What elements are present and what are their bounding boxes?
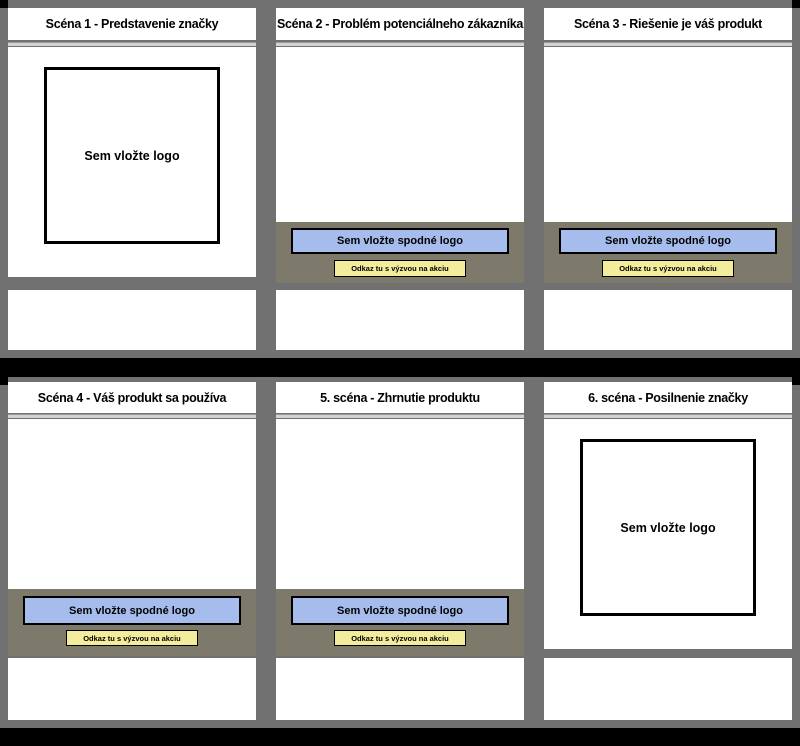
scene-4-frame xyxy=(8,419,256,589)
page-corner-mark xyxy=(792,377,800,385)
page-corner-mark xyxy=(0,0,8,8)
scene-2-footer-strip: Sem vložte spodné logo Odkaz tu s výzvou… xyxy=(276,222,524,283)
title-separator xyxy=(276,413,524,419)
scene-2-notes-area[interactable] xyxy=(276,290,524,350)
title-separator xyxy=(276,40,524,47)
scene-3-panel: Scéna 3 - Riešenie je váš produkt Sem vl… xyxy=(544,0,792,358)
scene-2-panel: Scéna 2 - Problém potenciálneho zákazník… xyxy=(276,0,524,358)
separator-line xyxy=(276,41,524,46)
bottom-logo-placeholder-button[interactable]: Sem vložte spodné logo xyxy=(559,228,777,254)
title-separator xyxy=(544,413,792,419)
scene-6-notes-area[interactable] xyxy=(544,658,792,720)
separator-line xyxy=(8,414,256,418)
scene-4-drawing-zone: Sem vložte spodné logo Odkaz tu s výzvou… xyxy=(8,419,256,658)
logo-placeholder-label: Sem vložte logo xyxy=(620,520,716,535)
title-separator xyxy=(8,40,256,47)
scene-5-footer-strip: Sem vložte spodné logo Odkaz tu s výzvou… xyxy=(276,589,524,656)
scene-6-title: 6. scéna - Posilnenie značky xyxy=(544,382,792,413)
scene-3-notes-area[interactable] xyxy=(544,290,792,350)
cta-link-button[interactable]: Odkaz tu s výzvou na akciu xyxy=(602,260,734,277)
scene-6-frame: Sem vložte logo xyxy=(544,419,792,649)
scene-4-panel: Scéna 4 - Váš produkt sa používa Sem vlo… xyxy=(8,377,256,728)
scene-4-notes-area[interactable] xyxy=(8,658,256,720)
scene-3-frame xyxy=(544,47,792,222)
scene-4-title: Scéna 4 - Váš produkt sa používa xyxy=(8,382,256,413)
storyboard-row-1: Scéna 1 - Predstavenie značky Sem vložte… xyxy=(0,0,800,358)
scene-2-frame xyxy=(276,47,524,222)
logo-placeholder-label: Sem vložte logo xyxy=(84,148,180,163)
logo-placeholder-box[interactable]: Sem vložte logo xyxy=(580,439,756,616)
scene-5-panel: 5. scéna - Zhrnutie produktu Sem vložte … xyxy=(276,377,524,728)
scene-4-footer-strip: Sem vložte spodné logo Odkaz tu s výzvou… xyxy=(8,589,256,656)
scene-5-title: 5. scéna - Zhrnutie produktu xyxy=(276,382,524,413)
scene-5-frame xyxy=(276,419,524,589)
scene-1-notes-area[interactable] xyxy=(8,290,256,350)
scene-5-notes-area[interactable] xyxy=(276,658,524,720)
storyboard-row-2: Scéna 4 - Váš produkt sa používa Sem vlo… xyxy=(0,377,800,728)
cta-link-button[interactable]: Odkaz tu s výzvou na akciu xyxy=(334,260,466,277)
separator-line xyxy=(276,414,524,418)
page-corner-mark xyxy=(0,377,8,385)
scene-3-drawing-zone: Sem vložte spodné logo Odkaz tu s výzvou… xyxy=(544,47,792,290)
scene-3-title: Scéna 3 - Riešenie je váš produkt xyxy=(544,8,792,40)
logo-placeholder-box[interactable]: Sem vložte logo xyxy=(44,67,220,244)
scene-1-panel: Scéna 1 - Predstavenie značky Sem vložte… xyxy=(8,0,256,358)
scene-6-drawing-zone: Sem vložte logo xyxy=(544,419,792,658)
scene-5-drawing-zone: Sem vložte spodné logo Odkaz tu s výzvou… xyxy=(276,419,524,658)
scene-2-drawing-zone: Sem vložte spodné logo Odkaz tu s výzvou… xyxy=(276,47,524,290)
separator-line xyxy=(544,41,792,46)
bottom-logo-placeholder-button[interactable]: Sem vložte spodné logo xyxy=(23,596,241,625)
scene-1-drawing-zone: Sem vložte logo xyxy=(8,47,256,290)
title-separator xyxy=(8,413,256,419)
bottom-logo-placeholder-button[interactable]: Sem vložte spodné logo xyxy=(291,596,509,625)
scene-6-panel: 6. scéna - Posilnenie značky Sem vložte … xyxy=(544,377,792,728)
bottom-logo-placeholder-button[interactable]: Sem vložte spodné logo xyxy=(291,228,509,254)
scene-2-title: Scéna 2 - Problém potenciálneho zákazník… xyxy=(276,8,524,40)
cta-link-button[interactable]: Odkaz tu s výzvou na akciu xyxy=(66,630,198,646)
scene-1-title: Scéna 1 - Predstavenie značky xyxy=(8,8,256,40)
page-corner-mark xyxy=(792,0,800,8)
separator-line xyxy=(8,41,256,46)
cta-link-button[interactable]: Odkaz tu s výzvou na akciu xyxy=(334,630,466,646)
scene-3-footer-strip: Sem vložte spodné logo Odkaz tu s výzvou… xyxy=(544,222,792,283)
title-separator xyxy=(544,40,792,47)
scene-1-frame: Sem vložte logo xyxy=(8,47,256,277)
separator-line xyxy=(544,414,792,418)
